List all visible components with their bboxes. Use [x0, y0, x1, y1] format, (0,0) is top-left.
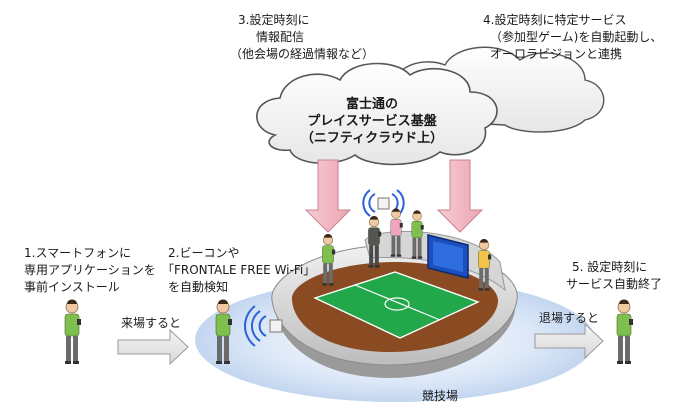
enter-arrow-label: 来場すると [121, 316, 181, 330]
step-4-line2: （参加型ゲーム)を自動起動し、 [490, 29, 662, 44]
step-1-line2: 専用アプリケーションを [24, 263, 156, 277]
person-figure [390, 208, 403, 257]
step-1-line1: 1.スマートフォンに [24, 246, 131, 260]
step-3-line2: 情報配信 [256, 30, 304, 44]
step-2-line2: 「FRONTALE FREE Wi-Fi」 [162, 263, 315, 277]
step-2-line1: 2.ビーコンや [168, 246, 239, 260]
person-figure [322, 234, 336, 286]
person-figure [478, 239, 492, 291]
soccer-field [313, 271, 480, 339]
step-1-text: 1.スマートフォンに 専用アプリケーションを 事前インストール [24, 246, 156, 294]
step-3-line1: 3.設定時刻に [238, 12, 309, 27]
cloud-text-line3: （ニフティクラウド上） [301, 130, 443, 146]
step-4-line1: 4.設定時刻に特定サービス [483, 12, 626, 27]
exit-arrow: 退場すると [534, 311, 604, 360]
person-figure [215, 299, 232, 364]
step-5-line1: 5. 設定時刻に [572, 259, 647, 274]
pink-arrow-left [304, 159, 352, 233]
person-figure [411, 210, 424, 259]
cloud-text-line2: プレイスサービス基盤 [307, 113, 438, 129]
person-figure [616, 299, 633, 364]
step-4-line3: オーロラビジョンと連携 [490, 46, 622, 61]
step-3-line3: （他会場の経過情報など） [230, 47, 374, 61]
person-figure [368, 216, 382, 268]
person-figure [64, 299, 81, 364]
pink-arrow-right [436, 159, 484, 233]
venue-label: 競技場 [422, 388, 458, 403]
step-2-line3: を自動検知 [168, 280, 228, 294]
aurora-vision-screen [427, 234, 469, 279]
cloud-text-line1: 富士通の [346, 96, 398, 112]
step-5-text: 5. 設定時刻に サービス自動終了 [566, 259, 662, 291]
enter-arrow: 来場すると [117, 316, 189, 366]
step-3-text: 3.設定時刻に 情報配信 （他会場の経過情報など） [230, 12, 374, 61]
exit-arrow-label: 退場すると [539, 311, 599, 325]
step-2-text: 2.ビーコンや 「FRONTALE FREE Wi-Fi」 を自動検知 [162, 246, 315, 294]
step-5-line2: サービス自動終了 [566, 276, 662, 291]
beacon-entrance [244, 305, 283, 347]
stadium [271, 230, 518, 378]
people-group [64, 208, 633, 364]
step-4-text: 4.設定時刻に特定サービス （参加型ゲーム)を自動起動し、 オーロラビジョンと連… [483, 12, 662, 61]
platform-cloud: 富士通の プレイスサービス基盤 （ニフティクラウド上） [256, 62, 498, 166]
step-1-line3: 事前インストール [24, 279, 120, 294]
